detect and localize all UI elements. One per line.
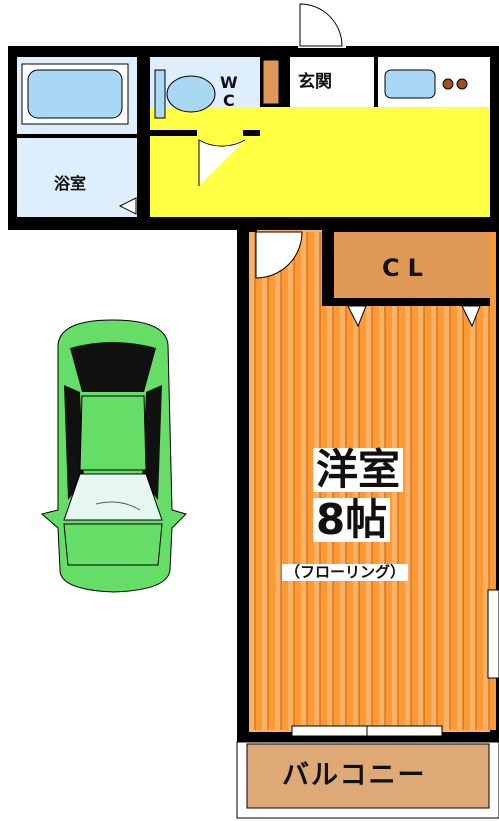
floorboard-stripe <box>463 232 470 730</box>
wc-label: W C <box>220 73 238 110</box>
closet-door-left <box>347 305 367 328</box>
bath-wc-partition <box>137 57 150 217</box>
shoe-shelf <box>262 59 280 105</box>
room-type-label: 洋室 <box>313 448 404 492</box>
floorboard-stripe <box>307 232 314 730</box>
balcony-label: バルコニー <box>282 760 427 791</box>
kitchen-wall <box>374 57 378 107</box>
toilet-icon <box>154 69 216 119</box>
floorboard-stripe <box>424 232 431 730</box>
room-door-swing <box>255 231 303 279</box>
floorboard-stripe <box>437 232 444 730</box>
floorboard-stripe <box>450 232 457 730</box>
closet-door-right <box>461 305 481 328</box>
bath-label: 浴室 <box>54 174 87 193</box>
room-window <box>487 589 499 679</box>
room-size-label: 8帖 <box>313 498 391 542</box>
floorboard-stripe <box>294 232 301 730</box>
closet-label: CL <box>382 254 431 282</box>
floorboard-stripe <box>489 232 496 730</box>
room-entry-wall-left <box>249 217 257 232</box>
door-swing-icon <box>298 3 346 48</box>
floorboard-stripe <box>268 232 275 730</box>
entrance-label: 玄関 <box>298 72 332 92</box>
floorboard-stripe <box>476 232 483 730</box>
closet <box>334 232 490 298</box>
stove-icon <box>384 69 468 99</box>
floorboard-stripe <box>281 232 288 730</box>
floorboard-stripe <box>255 232 262 730</box>
entrance-floor <box>290 57 375 107</box>
bathtub-icon <box>21 63 129 125</box>
wc-door-gap <box>197 129 243 137</box>
balcony <box>246 743 490 809</box>
flooring-label: （フローリング） <box>282 564 409 581</box>
bath-door <box>118 197 137 215</box>
wc-door-swing <box>198 139 246 186</box>
car-icon <box>40 319 187 593</box>
floorboard-stripe <box>411 232 418 730</box>
bath-divider <box>17 134 137 138</box>
